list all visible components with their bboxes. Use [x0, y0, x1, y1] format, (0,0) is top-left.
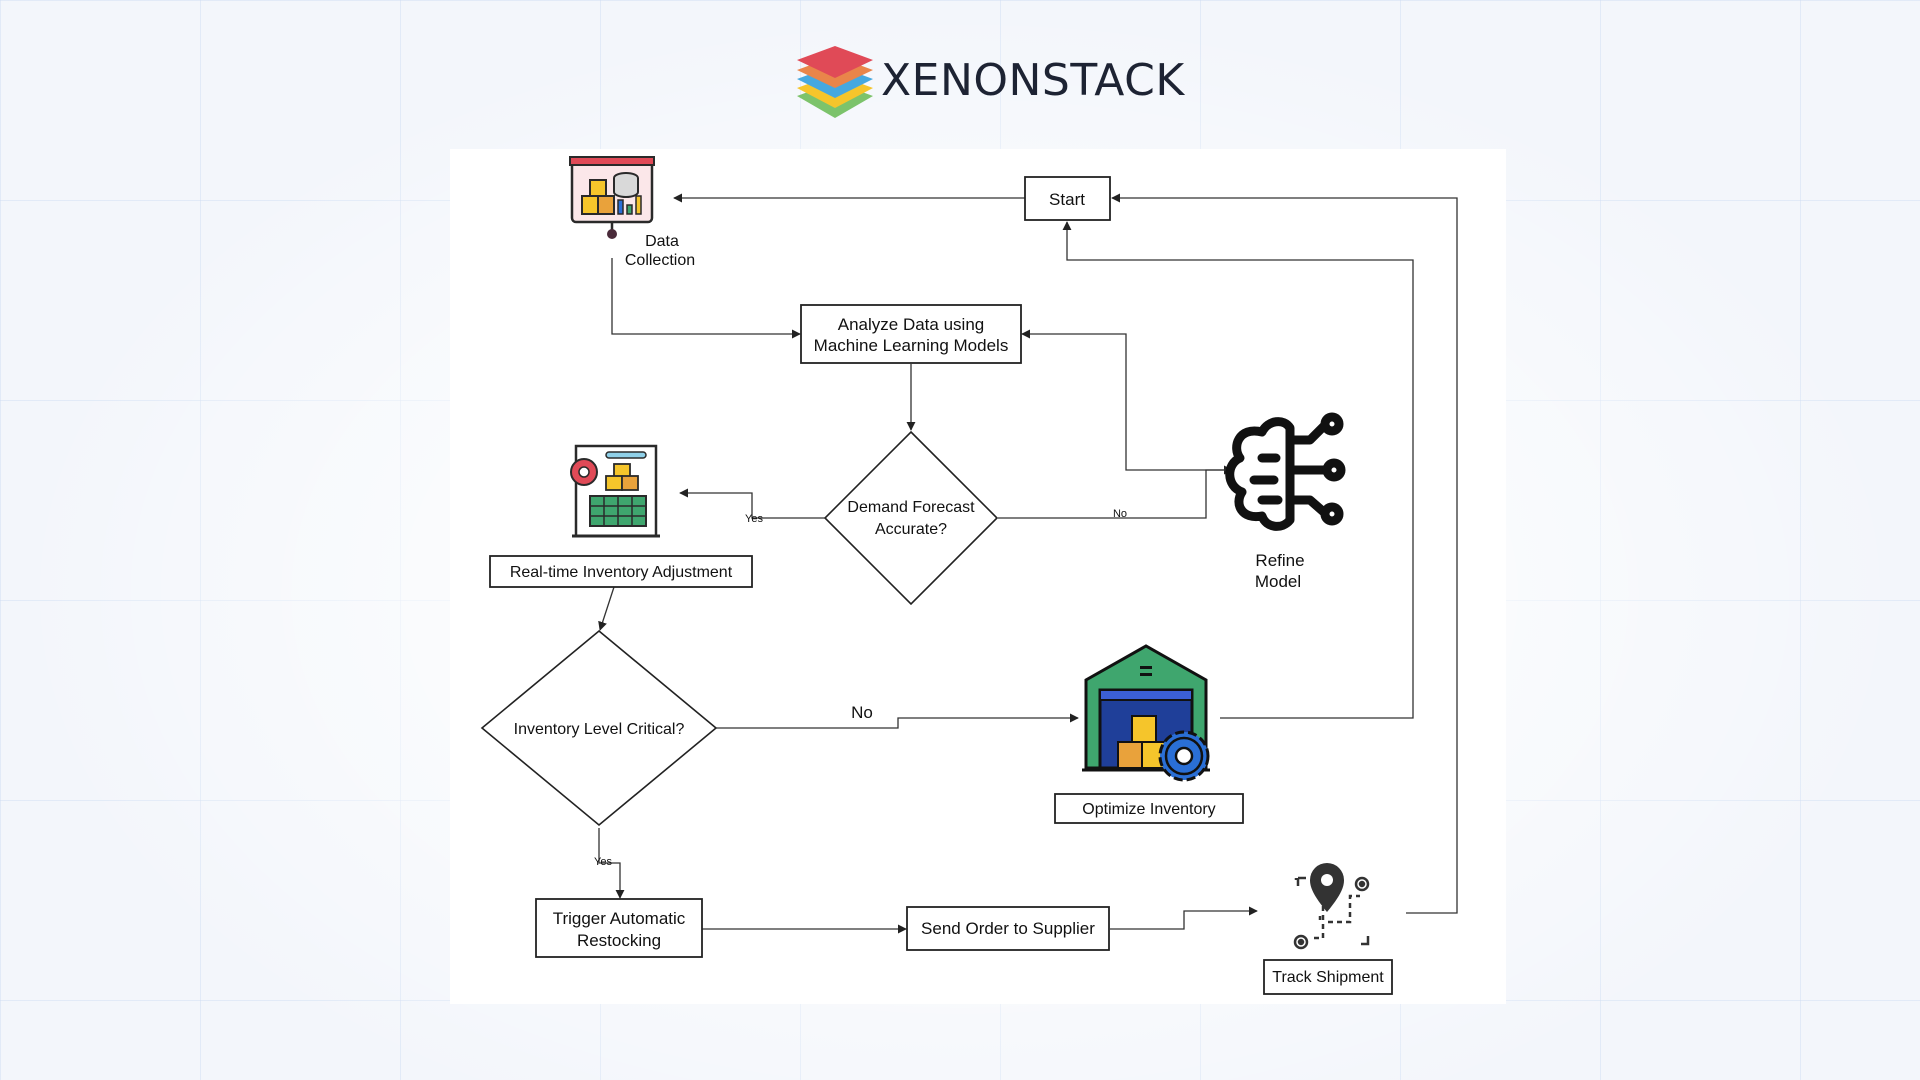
inventory-critical-decision: Inventory Level Critical?	[480, 629, 718, 827]
brand-header: XENONSTACK	[795, 36, 1185, 124]
optimize-inventory-node: Optimize Inventory	[1054, 793, 1244, 824]
refine-label-line-2: Model	[1255, 572, 1301, 591]
trigger-restocking-node: Trigger Automatic Restocking	[535, 898, 703, 958]
optimize-label: Optimize Inventory	[1082, 801, 1215, 818]
demand-forecast-decision: Demand Forecast Accurate?	[823, 430, 999, 606]
restock-label-line-1: Trigger Automatic	[553, 909, 686, 928]
analyze-label-line-1: Analyze Data using	[838, 315, 984, 334]
restock-label-line-2: Restocking	[577, 931, 661, 950]
edge-label-demand-no: No	[1113, 508, 1127, 520]
location-route-icon	[1293, 863, 1370, 950]
supplier-label: Send Order to Supplier	[921, 919, 1095, 938]
brain-network-icon	[1225, 412, 1346, 531]
xenonstack-logo-icon	[797, 46, 873, 118]
edge-critical-yes-to-restock	[598, 828, 625, 899]
critical-label: Inventory Level Critical?	[514, 721, 685, 738]
start-node: Start	[1024, 176, 1111, 221]
start-label: Start	[1049, 190, 1085, 209]
edge-demand-yes-to-realtime	[679, 488, 825, 519]
analyze-label-line-2: Machine Learning Models	[814, 336, 1009, 355]
data-collection-label-line-2: Collection	[625, 252, 695, 269]
refine-label-line-1: Refine	[1255, 551, 1304, 570]
edge-track-to-start	[1111, 193, 1458, 914]
data-collection-icon	[569, 156, 655, 239]
edge-realtime-to-critical	[598, 586, 615, 631]
inventory-sheet-icon	[570, 444, 660, 538]
edge-label-critical-no: No	[851, 703, 873, 722]
edge-data-collection-to-analyze	[611, 258, 801, 339]
data-collection-label-line-1: Data	[645, 233, 679, 250]
send-order-node: Send Order to Supplier	[906, 906, 1110, 951]
realtime-label: Real-time Inventory Adjustment	[510, 564, 733, 581]
edge-label-demand-yes: Yes	[745, 513, 763, 525]
demand-label-line-1: Demand Forecast	[847, 499, 975, 516]
edge-refine-to-analyze	[1021, 329, 1232, 471]
edge-optimize-to-start	[1062, 221, 1414, 719]
edge-supplier-to-track	[1110, 906, 1258, 930]
track-shipment-node: Track Shipment	[1263, 959, 1393, 995]
realtime-adjustment-node: Real-time Inventory Adjustment	[489, 555, 753, 588]
demand-label-line-2: Accurate?	[875, 521, 947, 538]
edge-label-critical-yes: Yes	[594, 856, 612, 868]
brand-name: XENONSTACK	[881, 54, 1185, 106]
track-label: Track Shipment	[1272, 969, 1384, 986]
warehouse-gear-icon	[1082, 644, 1210, 782]
analyze-data-node: Analyze Data using Machine Learning Mode…	[800, 304, 1022, 364]
edge-critical-no-to-optimize	[716, 713, 1079, 729]
